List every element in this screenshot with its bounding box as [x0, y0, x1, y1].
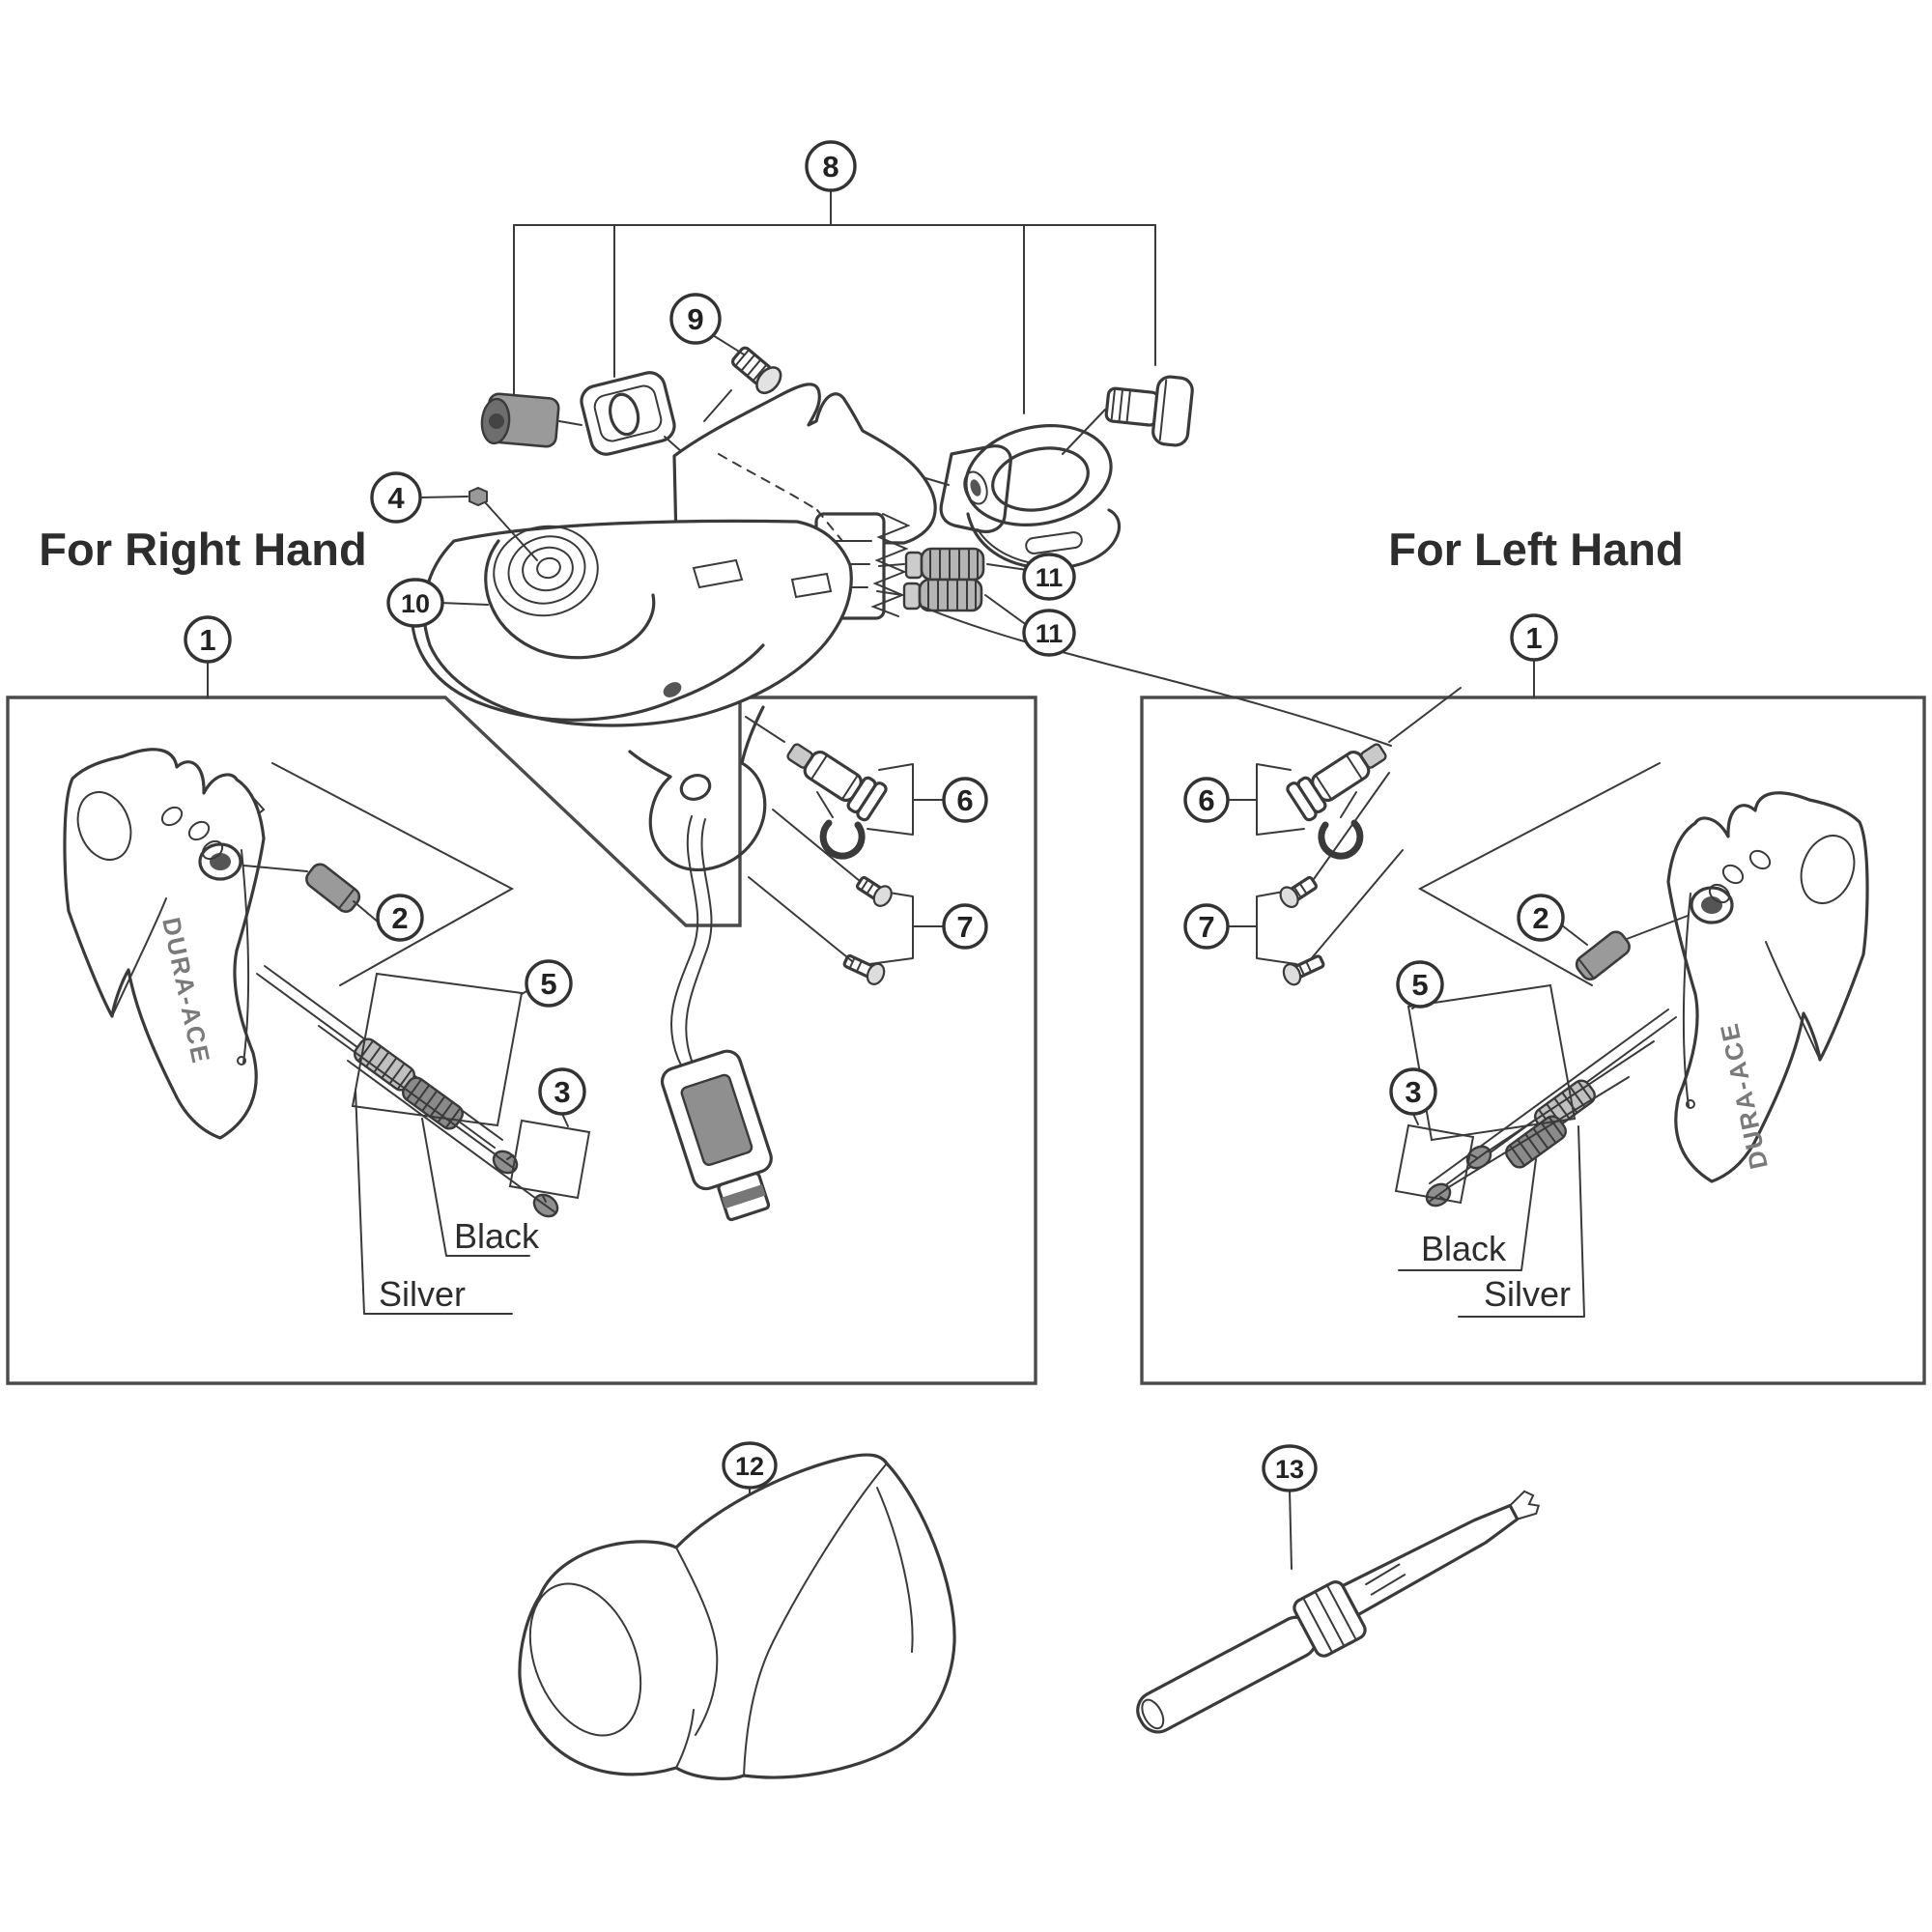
cable-ferrule-bottom: [876, 578, 983, 612]
callout-1-left: 1: [184, 615, 232, 698]
pivot-pin-left: [242, 863, 380, 923]
screws-7-right: [1227, 772, 1404, 986]
svg-text:11: 11: [1036, 563, 1064, 592]
leader-3-left: [506, 1113, 569, 1203]
svg-text:7: 7: [956, 910, 973, 944]
leader-3-right: [1412, 1113, 1477, 1201]
bracket-8: [513, 189, 1156, 414]
square-nut: [580, 371, 676, 456]
svg-text:6: 6: [1198, 783, 1214, 817]
svg-text:8: 8: [822, 150, 838, 184]
callout-6-right: 6: [1183, 777, 1230, 823]
spring-rod-right: [1425, 1009, 1677, 1208]
svg-text:13: 13: [1275, 1455, 1304, 1484]
lever-right: [1666, 791, 1869, 1183]
callout-7-left: 7: [942, 903, 988, 950]
cable-adjuster-6-left: [745, 716, 945, 860]
callout-2-right: 2: [1517, 894, 1565, 942]
bracket-3-left: [508, 1119, 591, 1200]
svg-text:6: 6: [956, 783, 973, 817]
leader-10: [440, 602, 489, 606]
hood-cover-12: [518, 1453, 956, 1780]
bracket-5-right: [1406, 983, 1577, 1142]
nut-leader: [664, 436, 683, 453]
shifter-body: [236, 383, 937, 1110]
svg-text:9: 9: [687, 302, 703, 336]
svg-text:5: 5: [540, 967, 556, 1001]
clamp-bolt: [1062, 375, 1194, 455]
leader-11-bottom: [984, 594, 1029, 627]
svg-text:2: 2: [1532, 901, 1548, 935]
svg-text:3: 3: [1405, 1075, 1421, 1109]
svg-text:1: 1: [199, 623, 215, 657]
lever-left: DURA-ACE: [63, 748, 266, 1140]
callout-8: 8: [805, 140, 857, 192]
left-hand-section-title: For Left Hand: [1388, 524, 1683, 575]
cable-line-right: [922, 606, 1392, 747]
clamp-band: [915, 424, 1122, 570]
svg-text:1: 1: [1525, 621, 1542, 655]
svg-text:12: 12: [735, 1452, 764, 1481]
bracket-5-left: [351, 972, 524, 1127]
callout-1-right: 1: [1510, 613, 1558, 698]
svg-text:3: 3: [554, 1075, 570, 1109]
pivot-pin-right: [1561, 915, 1689, 980]
break-line-left: [271, 762, 515, 986]
spring-rod-left: [256, 965, 559, 1218]
callout-6-left: 6: [942, 777, 988, 823]
callout-13: 13: [1262, 1444, 1318, 1492]
bracket-3-right: [1394, 1123, 1475, 1205]
right-hand-section-title: For Right Hand: [39, 524, 366, 575]
svg-text:10: 10: [401, 589, 430, 618]
cable-adjuster-6-right: [1227, 687, 1462, 860]
wire-plug: [660, 1049, 773, 1222]
silver-label-right: Silver: [1484, 1274, 1571, 1314]
silver-label-left: Silver: [379, 1274, 466, 1314]
callout-7-right: 7: [1183, 903, 1230, 950]
svg-text:11: 11: [1036, 619, 1064, 648]
callout-12: 12: [722, 1441, 778, 1490]
callout-3-right: 3: [1389, 1067, 1437, 1116]
leader-11-top: [986, 563, 1028, 571]
callout-10: 10: [386, 578, 444, 628]
black-label-left: Black: [454, 1216, 540, 1256]
callouts: 8 9 4 10 11 11 1 2: [184, 140, 1565, 1492]
break-line-right: [1417, 762, 1661, 986]
callout-5-left: 5: [525, 959, 573, 1008]
callout-5-right: 5: [1396, 960, 1444, 1009]
screw-9: [703, 346, 782, 422]
black-label-right: Black: [1421, 1229, 1507, 1268]
cable-ferrule-top: [878, 547, 985, 582]
callout-2-left: 2: [376, 894, 424, 942]
callout-11-bottom: 11: [1022, 609, 1076, 657]
svg-text:4: 4: [387, 481, 405, 515]
hex-plug-4: [419, 486, 538, 561]
callout-4: 4: [370, 471, 422, 524]
socket-bolt: [480, 392, 582, 448]
callout-11-top: 11: [1022, 553, 1076, 601]
finish-labels-left: Black Silver: [355, 1089, 540, 1315]
callout-3-left: 3: [538, 1067, 586, 1116]
screws-7-left: [748, 809, 945, 985]
svg-text:7: 7: [1198, 910, 1214, 944]
svg-text:5: 5: [1411, 968, 1428, 1002]
plug-tool-13: [1136, 1489, 1541, 1734]
callout-9: 9: [669, 293, 745, 355]
svg-text:2: 2: [391, 901, 408, 935]
finish-labels-right: Black Silver: [1398, 1125, 1585, 1318]
